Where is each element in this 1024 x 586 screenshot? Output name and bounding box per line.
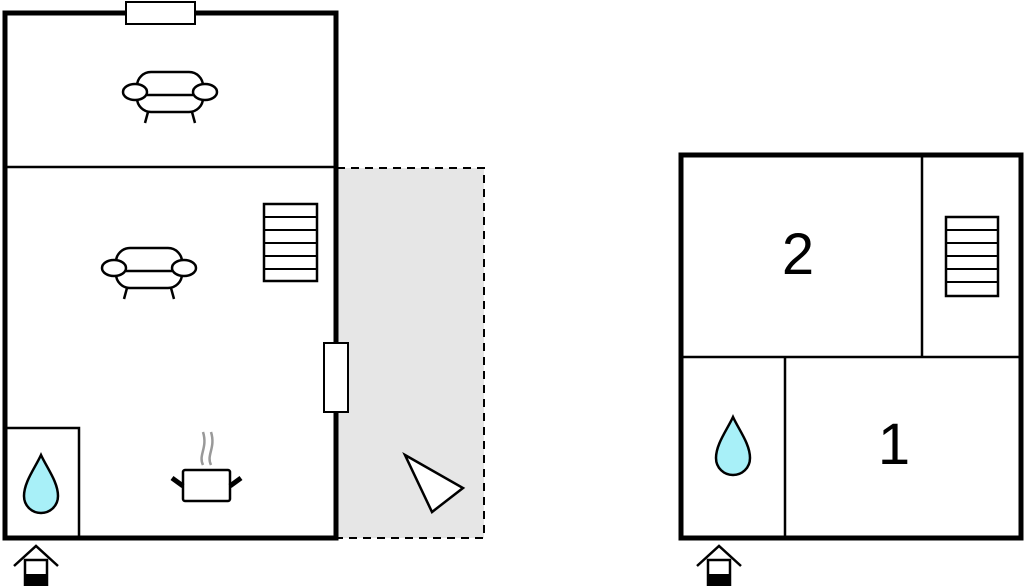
room-label: 1: [878, 412, 910, 477]
view-direction-icon: [402, 451, 466, 514]
bathroom: [3, 426, 81, 540]
terrace: [336, 167, 485, 539]
sofa-icon: [121, 70, 219, 125]
window-top: [125, 1, 196, 25]
stairs-icon: [262, 202, 319, 283]
upper-floor-plan: 2 1: [678, 152, 1024, 586]
sofa-icon: [100, 246, 198, 301]
entrance-icon: [12, 544, 60, 586]
entrance-icon: [695, 544, 743, 586]
water-drop-icon: [714, 415, 752, 477]
window-side: [323, 342, 349, 413]
outer-wall: [678, 152, 1024, 541]
room-label: 2: [782, 222, 814, 287]
water-drop-icon: [22, 453, 60, 515]
stairs-icon: [944, 215, 1000, 298]
ground-floor-plan: [2, 1, 485, 586]
cooking-pot-icon: [170, 431, 243, 503]
